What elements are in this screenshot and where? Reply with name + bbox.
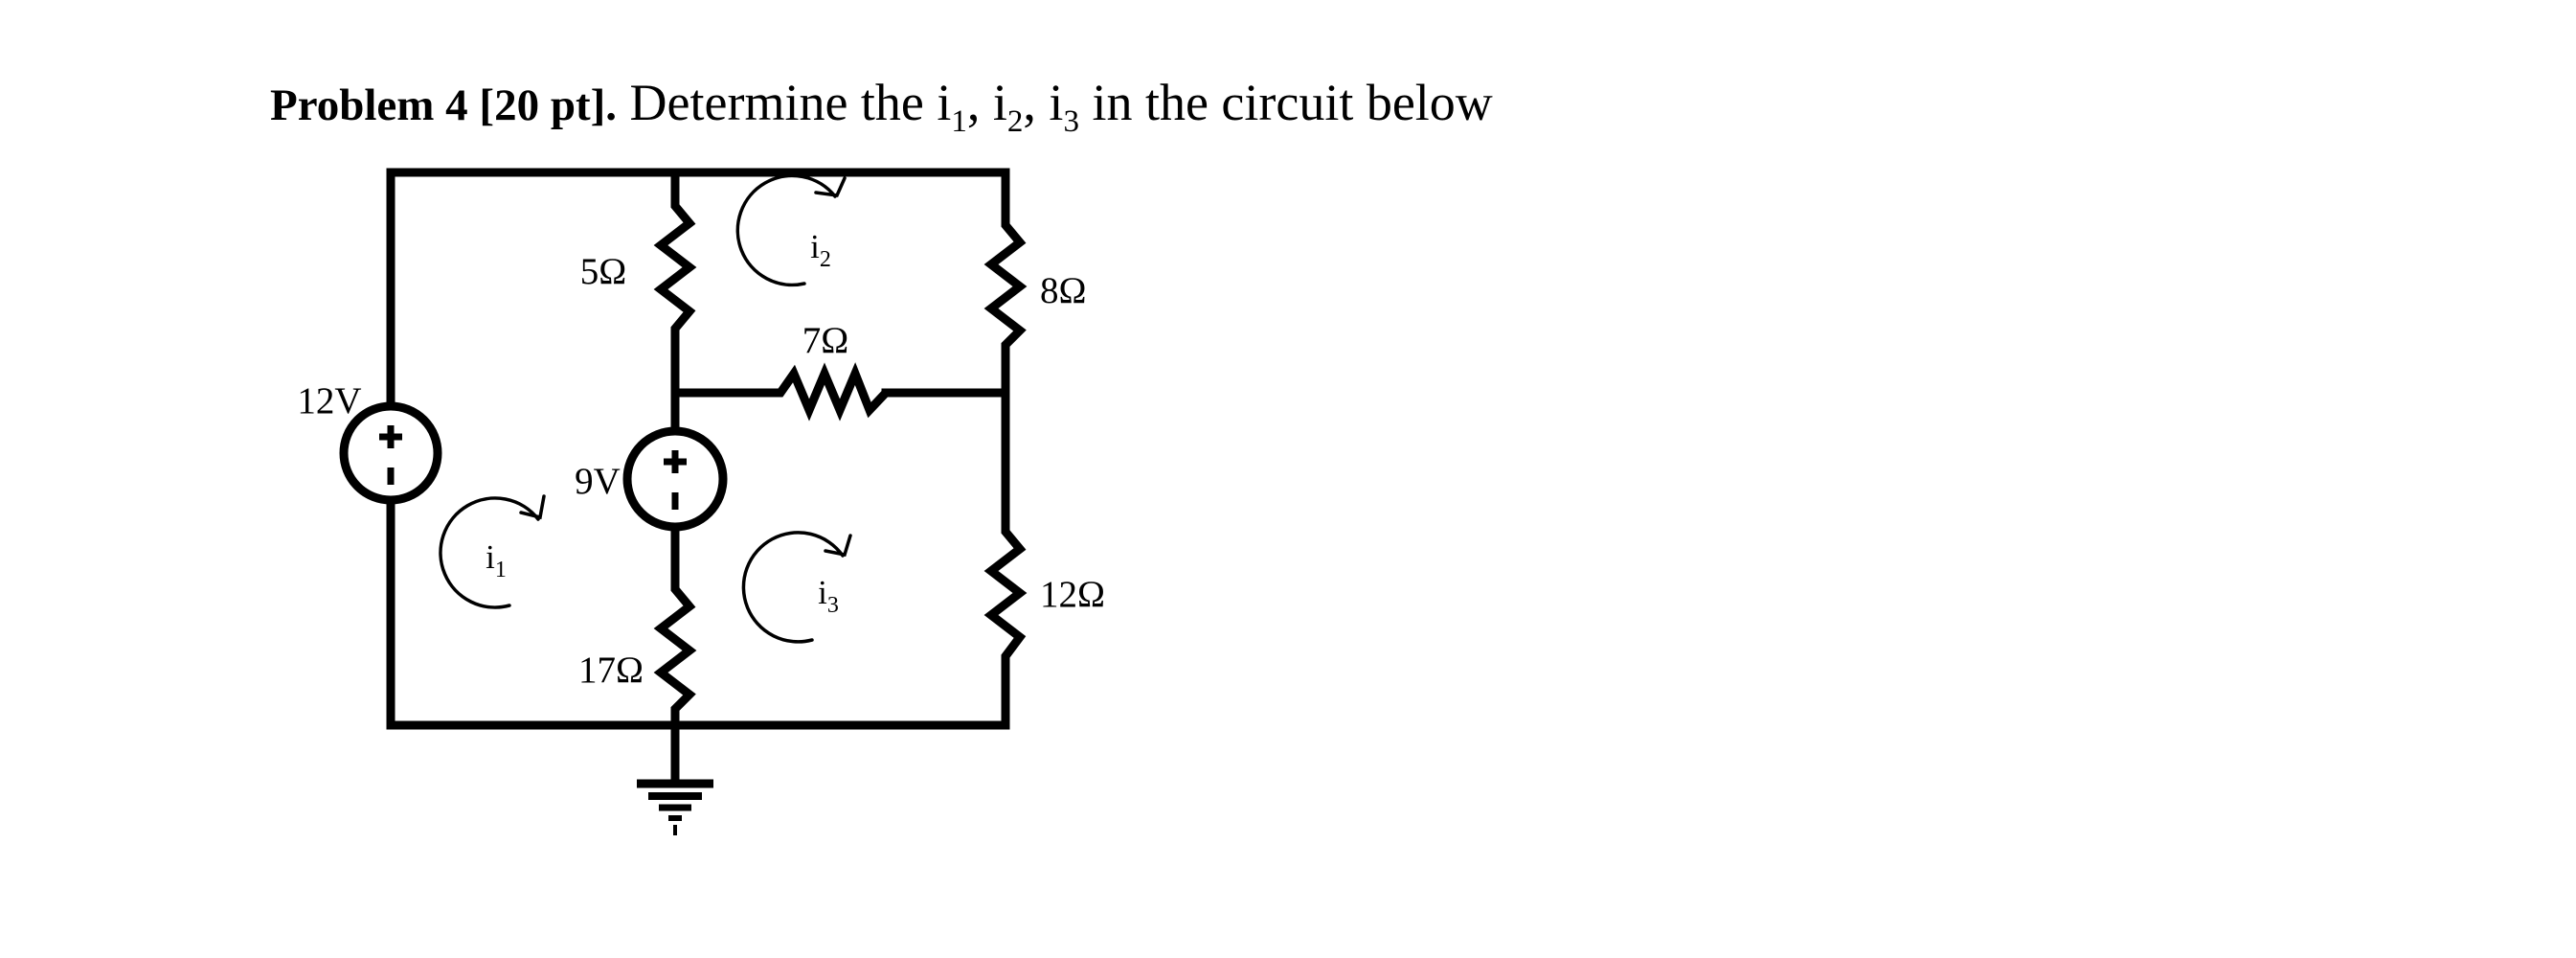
loop-current-i2-arrow-icon: [735, 173, 847, 287]
label-7-ohm: 7Ω: [802, 320, 848, 361]
problem-label: Problem 4 [20 pt].: [270, 80, 618, 130]
label-8-ohm: 8Ω: [1040, 270, 1086, 311]
loop-current-i1-arrow-icon: [439, 494, 546, 609]
problem-sep-1: , i: [966, 74, 1007, 131]
resistor-12-ohm: [983, 517, 1028, 671]
resistor-5-ohm: [653, 192, 697, 340]
label-12v: 12V: [297, 380, 361, 422]
loop-current-i3-arrow-icon: [741, 531, 852, 644]
voltage-source-12v: [339, 401, 442, 505]
ground-icon: [637, 779, 713, 835]
label-9v: 9V: [575, 461, 621, 502]
problem-text-start: Determine the i: [629, 74, 952, 131]
loop-label-i2: i2: [810, 228, 831, 272]
problem-statement: Problem 4 [20 pt]. Determine the i1, i2,…: [270, 69, 1493, 144]
resistor-17-ohm: [653, 575, 697, 714]
problem-sep-2: , i: [1023, 74, 1064, 131]
label-5-ohm: 5Ω: [580, 251, 626, 292]
problem-text-end: in the circuit below: [1078, 74, 1493, 131]
current-sub-2: 2: [1006, 104, 1024, 139]
voltage-source-9v: [622, 426, 728, 532]
label-17-ohm: 17Ω: [578, 650, 644, 691]
loop-label-i1: i1: [486, 538, 507, 582]
current-sub-3: 3: [1063, 104, 1079, 139]
loop-label-i3: i3: [818, 574, 839, 618]
resistor-7-ohm: [766, 362, 890, 422]
label-12-ohm: 12Ω: [1040, 574, 1105, 615]
resistor-8-ohm: [983, 211, 1028, 354]
current-sub-1: 1: [951, 104, 967, 139]
